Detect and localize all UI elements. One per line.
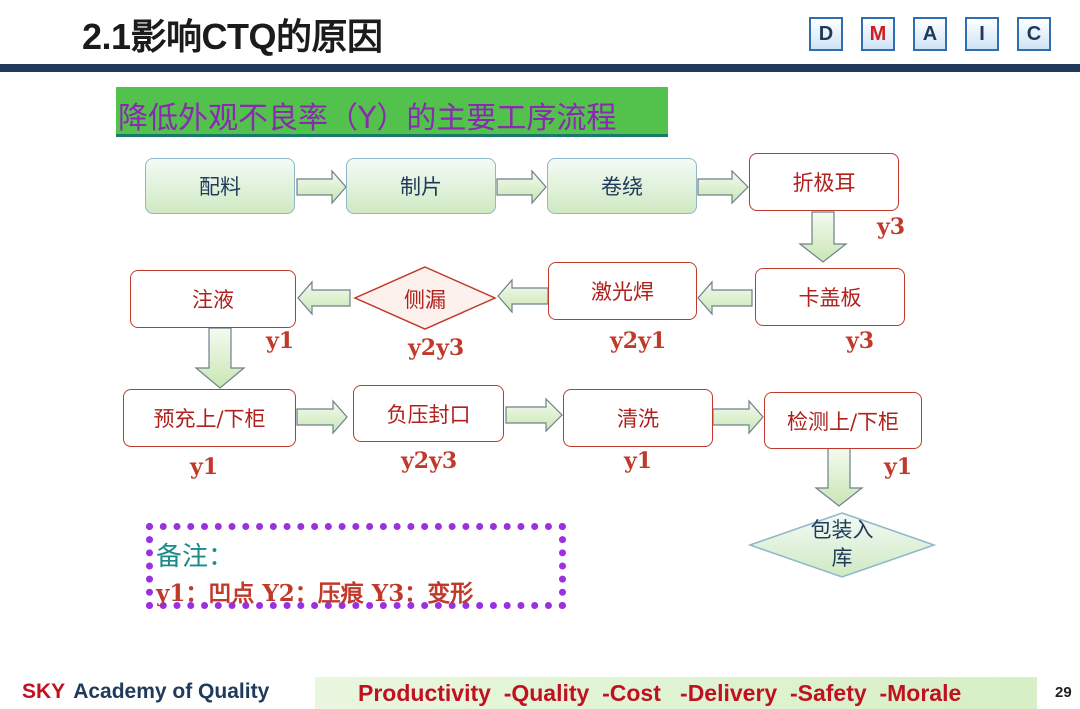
defect-label-step10: y2y3: [401, 448, 458, 474]
process-step-12-label: 检测上/下柜: [786, 409, 900, 434]
arrow-down-2: [194, 327, 246, 389]
process-step-4: 折极耳: [749, 153, 899, 211]
process-step-6-label: 激光焊: [591, 280, 654, 304]
process-step-11-label: 清洗: [617, 407, 659, 431]
arrow-left-2: [497, 278, 549, 314]
defect-label-step11: y1: [624, 448, 653, 474]
note-heading: 备注：: [156, 542, 235, 572]
footer-brand-academy: Academy of Quality: [73, 680, 270, 703]
arrow-right-3: [697, 169, 749, 205]
defect-label-step8: y1: [266, 328, 295, 354]
process-step-13-label: 包装入库: [810, 518, 874, 570]
defect-label-step6: y2y1: [610, 328, 667, 354]
defect-label-step9: y1: [190, 454, 219, 480]
process-step-9-label: 预充上/下柜: [153, 407, 266, 431]
dmaic-c-badge: C: [1017, 17, 1051, 51]
footer-brand: SKY Academy of Quality: [22, 680, 269, 704]
process-step-4-label: 折极耳: [792, 171, 856, 195]
process-step-6: 激光焊: [548, 262, 697, 320]
arrow-right-6: [712, 399, 764, 435]
process-step-3-label: 卷绕: [601, 175, 643, 199]
subtitle-text: 降低外观不良率（Y）的主要工序流程: [118, 101, 617, 136]
page-title: 2.1影响CTQ的原因: [82, 16, 383, 57]
dmaic-d-badge: D: [809, 17, 843, 51]
note-box: [146, 523, 566, 609]
packing-diamond: [747, 512, 937, 578]
process-step-10: 负压封口: [353, 385, 504, 442]
defect-label-step12: y1: [884, 454, 913, 480]
side-leak-diamond: [353, 266, 497, 330]
process-step-7-label: 侧漏: [404, 288, 446, 312]
arrow-down-3: [814, 447, 864, 507]
defect-label-step5: y3: [846, 328, 875, 354]
defect-label-step7: y2y3: [408, 335, 465, 361]
footer-slogan: Productivity -Quality -Cost -Delivery -S…: [358, 680, 962, 706]
process-step-10-label: 负压封口: [386, 402, 471, 427]
process-step-9: 预充上/下柜: [123, 389, 296, 447]
dmaic-m-badge: M: [861, 17, 895, 51]
process-step-8-label: 注液: [192, 288, 234, 312]
arrow-left-3: [297, 280, 351, 316]
process-step-2-label: 制片: [400, 175, 442, 199]
arrow-right-2: [496, 169, 547, 205]
dmaic-i-badge: I: [965, 17, 999, 51]
subtitle-banner: 降低外观不良率（Y）的主要工序流程: [116, 87, 668, 137]
process-step-1-label: 配料: [199, 175, 241, 199]
arrow-right-5: [505, 397, 563, 433]
process-step-2: 制片: [346, 158, 496, 214]
process-step-1: 配料: [145, 158, 295, 214]
dmaic-a-badge: A: [913, 17, 947, 51]
defect-label-step4: y3: [877, 214, 906, 240]
process-step-8: 注液: [130, 270, 296, 328]
process-step-3: 卷绕: [547, 158, 697, 214]
process-step-12: 检测上/下柜: [764, 392, 922, 449]
arrow-right-4: [296, 399, 348, 435]
page-number: 29: [1055, 684, 1072, 701]
process-step-5-label: 卡盖板: [798, 286, 862, 310]
arrow-down-1: [798, 211, 848, 263]
arrow-left-1: [697, 280, 753, 316]
footer-brand-sky: SKY: [22, 680, 66, 703]
note-text: y1：凹点 Y2：压痕 Y3：变形: [156, 580, 474, 607]
title-underline-bar: [0, 64, 1080, 72]
process-step-11: 清洗: [563, 389, 713, 447]
footer-slogan-bar: Productivity -Quality -Cost -Delivery -S…: [315, 677, 1037, 709]
arrow-right-1: [296, 169, 347, 205]
process-step-5: 卡盖板: [755, 268, 905, 326]
